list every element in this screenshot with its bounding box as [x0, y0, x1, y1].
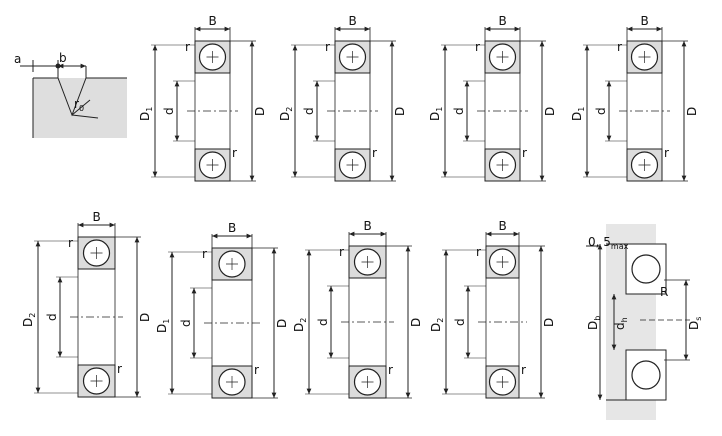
bearing-section-3: B D D1 d r r: [428, 14, 557, 182]
mounting-label-chamfer: 0, 5max: [588, 235, 629, 251]
dimension-label-d: d: [316, 318, 330, 326]
dimension-label-r-bottom: r: [664, 146, 669, 160]
dimension-label-outer-shoulder: D2: [278, 107, 294, 121]
bearing-section-4: B D D1 d r r: [570, 14, 699, 182]
dimension-label-D: D: [685, 107, 699, 116]
mounting-label-R: R: [660, 285, 668, 299]
bearing-section-6: B D D1 d r r: [155, 221, 289, 399]
dimension-label-D: D: [409, 318, 423, 327]
bearing-section-5: B D D2 d r r: [21, 210, 152, 398]
mounting-label-dh: dh: [613, 317, 629, 330]
bearing-section-8: B D D2 d r r: [429, 219, 556, 399]
dimension-label-r-top: r: [68, 236, 73, 250]
dimension-label-D: D: [275, 319, 289, 328]
dimension-label-r-bottom: r: [117, 362, 122, 376]
dimension-label-r-top: r: [476, 245, 481, 259]
dimension-label-outer-shoulder: D2: [292, 318, 308, 332]
dimension-label-d: d: [162, 107, 176, 115]
dimension-label-r-bottom: r: [254, 363, 259, 377]
groove-label-r0: r0: [74, 97, 84, 113]
dimension-label-r-top: r: [325, 40, 330, 54]
mounting-ball-top: [631, 254, 661, 284]
dimension-label-d: d: [453, 318, 467, 326]
mounting-ball-bottom: [631, 360, 661, 390]
dimension-label-B: B: [499, 14, 507, 28]
bearing-section-1: B D D1 d r r: [138, 14, 267, 182]
dimension-label-D: D: [138, 313, 152, 322]
dimension-label-outer-shoulder: D2: [429, 318, 445, 332]
dimension-label-D: D: [542, 318, 556, 327]
dimension-label-r-bottom: r: [521, 363, 526, 377]
dimension-label-r-top: r: [202, 247, 207, 261]
dimension-label-outer-shoulder: D1: [138, 107, 154, 121]
dimension-label-d: d: [452, 107, 466, 115]
dimension-label-r-top: r: [617, 40, 622, 54]
dimension-label-D: D: [543, 107, 557, 116]
dimension-label-r-bottom: r: [388, 363, 393, 377]
dimension-label-B: B: [641, 14, 649, 28]
dimension-label-B: B: [209, 14, 217, 28]
dimension-label-B: B: [228, 221, 236, 235]
dimension-label-outer-shoulder: D2: [21, 313, 37, 327]
dimension-label-B: B: [364, 219, 372, 233]
bearing-section-2: B D D2 d r r: [278, 14, 407, 182]
groove-detail-diagram: a b r0: [14, 51, 127, 138]
dimension-label-B: B: [349, 14, 357, 28]
dimension-label-r-bottom: r: [372, 146, 377, 160]
dimension-label-outer-shoulder: D1: [428, 107, 444, 121]
dimension-label-outer-shoulder: D1: [570, 107, 586, 121]
dimension-label-d: d: [302, 107, 316, 115]
dimension-label-d: d: [594, 107, 608, 115]
dimension-label-B: B: [93, 210, 101, 224]
dimension-label-r-top: r: [475, 40, 480, 54]
dimension-label-r-top: r: [339, 245, 344, 259]
dimension-label-D: D: [393, 107, 407, 116]
dimension-label-B: B: [499, 219, 507, 233]
dimension-label-r-bottom: r: [232, 146, 237, 160]
mounting-label-Db: Db: [586, 316, 602, 330]
dimension-label-D: D: [253, 107, 267, 116]
dimension-label-d: d: [45, 313, 59, 321]
dimension-label-r-bottom: r: [522, 146, 527, 160]
dimension-label-d: d: [179, 319, 193, 327]
mounting-label-Ds: Ds: [687, 317, 703, 330]
dimension-label-outer-shoulder: D1: [155, 319, 171, 333]
mounting-dimension-diagram: 0, 5max R Db dh Ds: [586, 224, 703, 420]
dimension-label-r-top: r: [185, 40, 190, 54]
groove-label-b: b: [59, 51, 67, 65]
groove-label-a: a: [14, 52, 21, 66]
bearing-section-7: B D D2 d r r: [292, 219, 423, 399]
